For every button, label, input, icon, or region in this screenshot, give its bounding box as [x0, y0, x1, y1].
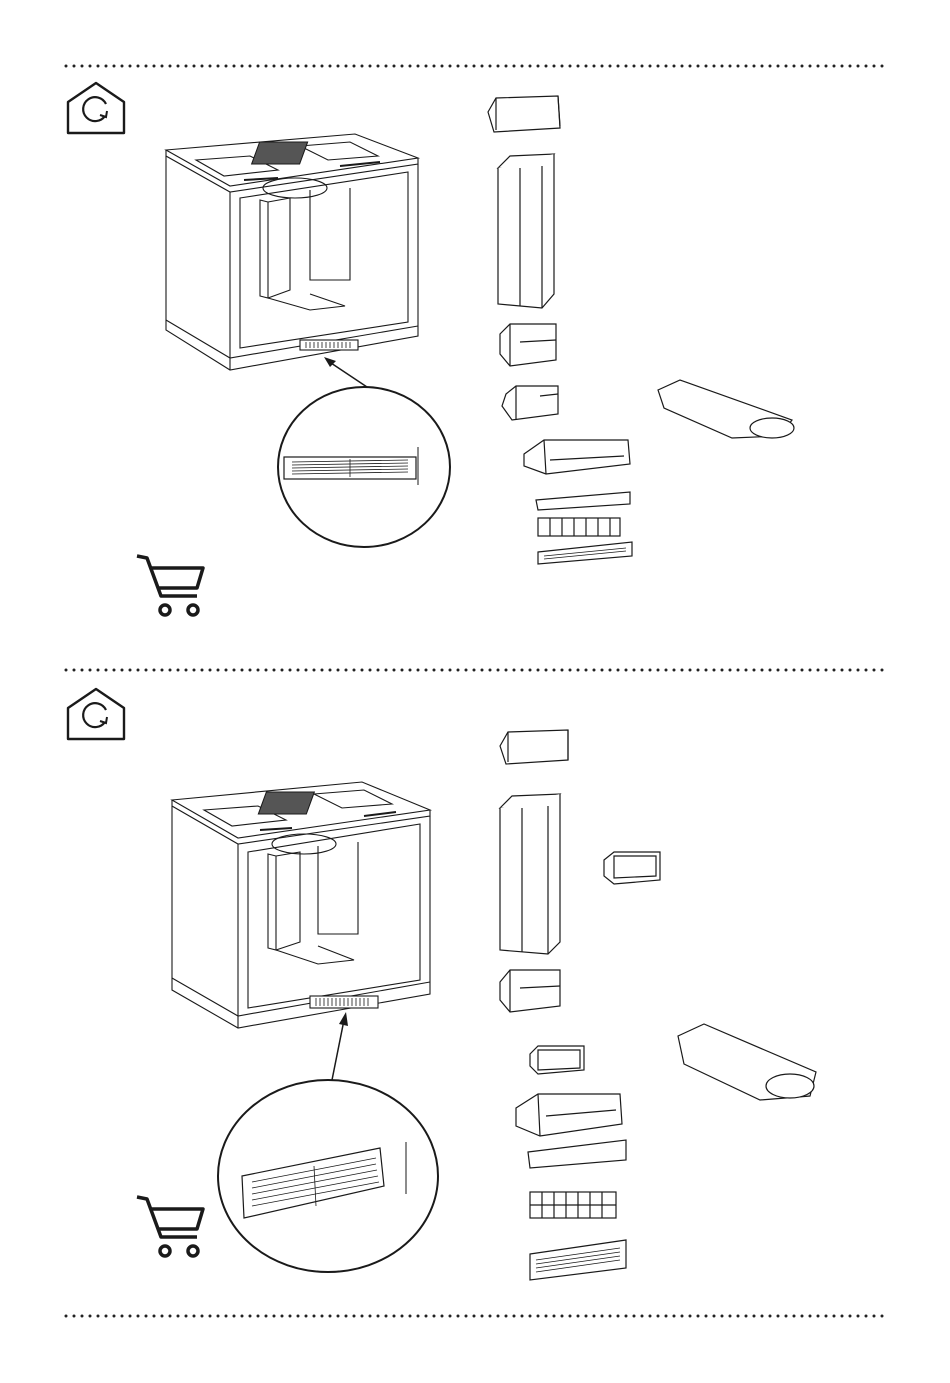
house-recirculation-icon [65, 80, 127, 136]
flat-connector [502, 386, 558, 420]
duct-elbow [500, 730, 568, 764]
parts-list [490, 720, 830, 1290]
duct-adapter [500, 970, 560, 1012]
plinth-grille [538, 542, 632, 564]
charcoal-filter [538, 518, 620, 536]
duct-ring-connector [530, 1046, 584, 1074]
house-recirculation-icon [65, 686, 127, 742]
flat-duct [678, 1024, 816, 1100]
filter-frame [528, 1140, 626, 1168]
cabinet-illustration [160, 130, 430, 375]
duct-adapter [500, 324, 556, 366]
duct-elbow [488, 96, 560, 132]
plinth-filter-box [524, 440, 630, 474]
charcoal-filter [530, 1192, 616, 1218]
plinth-filter-box [516, 1094, 622, 1136]
dotted-separator-middle [64, 668, 888, 672]
dotted-separator-top [64, 64, 888, 68]
vertical-duct [500, 794, 560, 954]
dotted-separator-bottom [64, 1314, 888, 1318]
plinth-grille [530, 1240, 626, 1280]
filter-frame [536, 492, 630, 510]
shopping-cart-icon [135, 552, 207, 618]
duct-ring-connector [604, 852, 660, 884]
parts-list [480, 90, 820, 580]
cabinet-illustration [168, 760, 438, 1030]
flat-duct [658, 380, 794, 438]
grille-detail-zoom [276, 385, 456, 549]
vertical-duct [498, 154, 554, 308]
grille-detail-zoom [216, 1078, 444, 1274]
detail-arrow [326, 1010, 350, 1082]
shopping-cart-icon [135, 1193, 207, 1259]
